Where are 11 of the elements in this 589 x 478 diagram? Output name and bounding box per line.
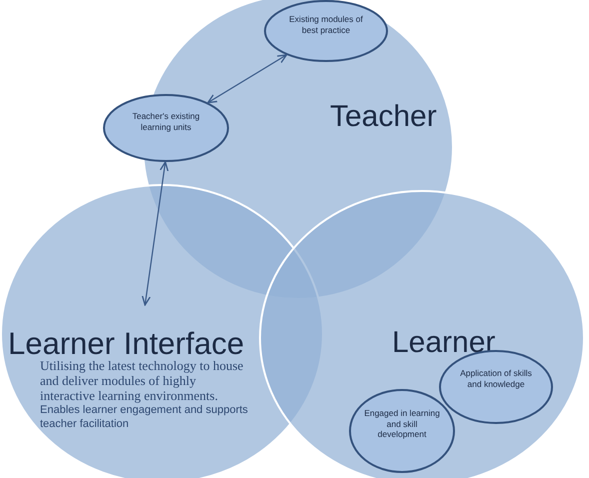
ellipse-label: Application of skills and knowledge xyxy=(459,368,533,390)
ellipse-label: Teacher's existing learning units xyxy=(131,111,201,132)
double-arrow xyxy=(207,54,288,104)
circle-title: Teacher xyxy=(330,100,438,134)
circle-title: Learner xyxy=(392,326,496,360)
ellipse-label: Engaged in learning and skill development xyxy=(363,408,441,440)
ellipse-label: Existing modules of best practice xyxy=(288,14,364,36)
circle-title: Learner Interface xyxy=(8,326,246,361)
description-text: Enables learner engagement and supports teacher facilitation xyxy=(40,404,249,432)
description-text: Utilising the latest technology to house and deliver modules of highly interactive learning environments. xyxy=(40,359,244,404)
double-arrow xyxy=(142,161,169,306)
